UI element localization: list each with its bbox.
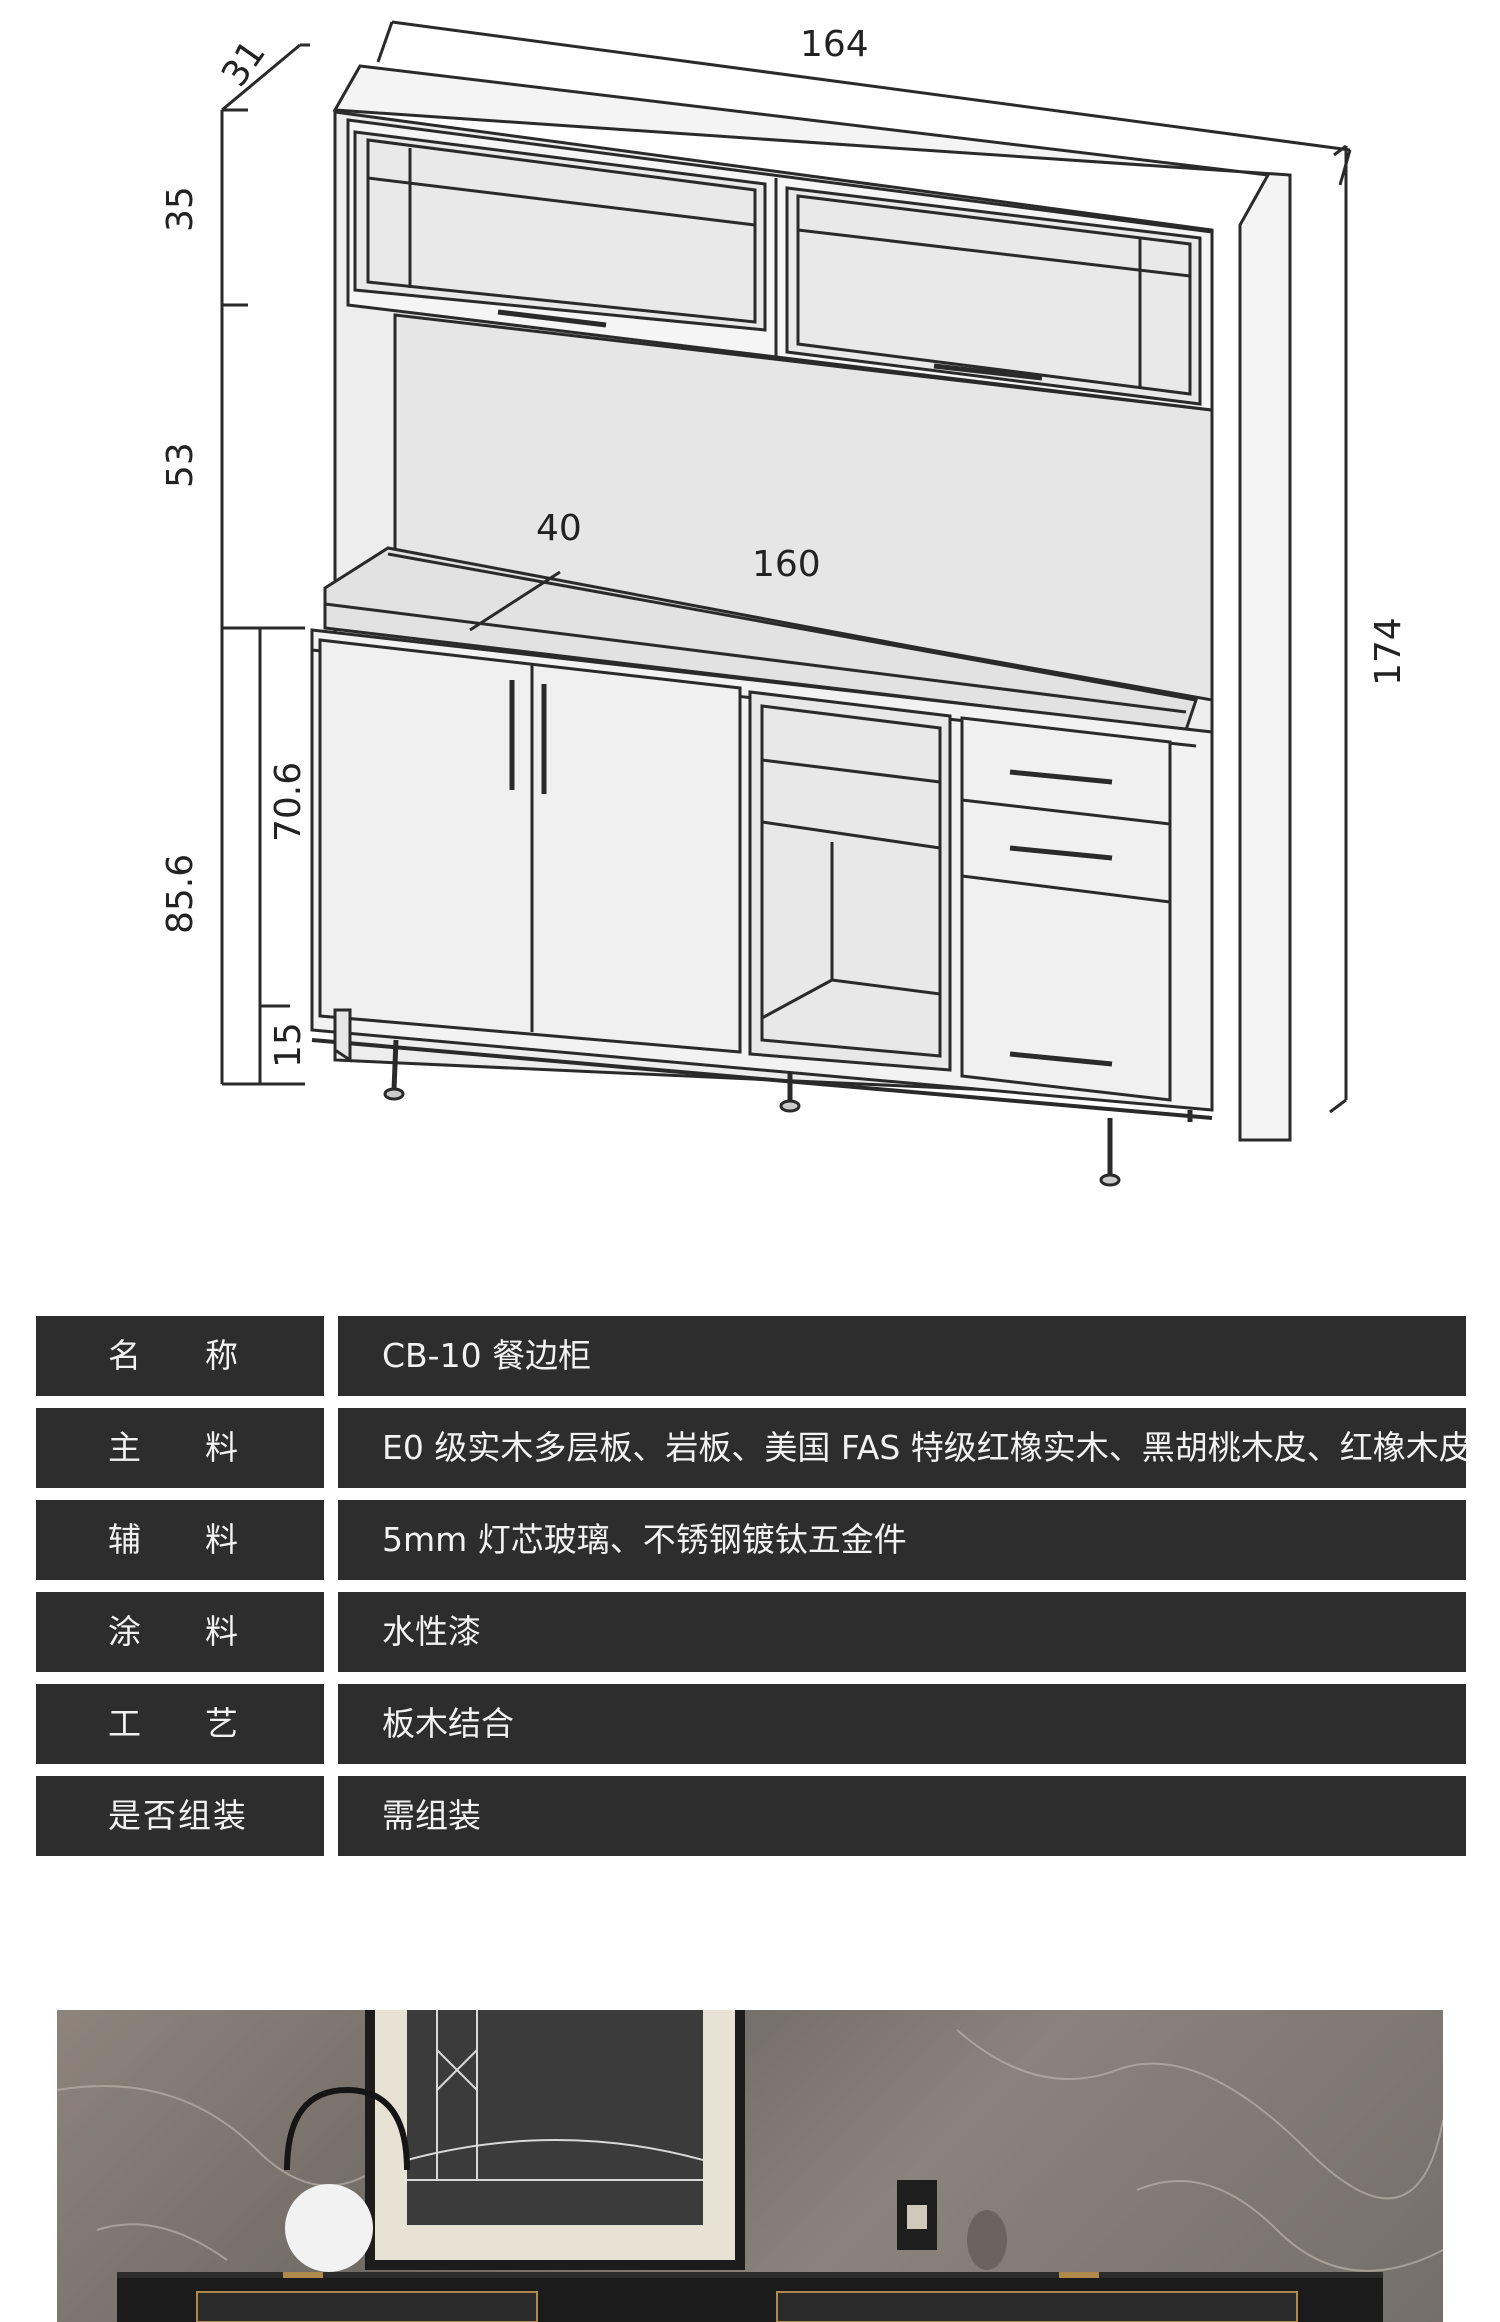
spec-row-coating: 涂料 水性漆 [36,1592,1466,1672]
cabinet-dimension-drawing: 164 31 35 53 40 160 174 70.6 85.6 15 [160,20,1409,1187]
spec-table: 名称 CB-10 餐边柜 主料 E0 级实木多层板、岩板、美国 FAS 特级红橡… [36,1316,1466,1868]
dim-width-label: 164 [800,24,869,65]
spec-label: 涂料 [36,1592,324,1672]
spec-label: 主料 [36,1408,324,1488]
spec-row-craft: 工艺 板木结合 [36,1684,1466,1764]
spec-value: 板木结合 [338,1684,1466,1764]
dim-upper-cabinet-label: 35 [160,186,201,232]
dim-counter-depth-label: 40 [536,508,582,549]
spec-label: 是否组装 [36,1776,324,1856]
dim-middle-gap-label: 53 [160,442,201,488]
spec-label: 名称 [36,1316,324,1396]
dim-counter-width-label: 160 [752,544,821,585]
spec-row-name: 名称 CB-10 餐边柜 [36,1316,1466,1396]
spec-value: 需组装 [338,1776,1466,1856]
spec-value: 水性漆 [338,1592,1466,1672]
spec-row-aux-material: 辅料 5mm 灯芯玻璃、不锈钢镀钛五金件 [36,1500,1466,1580]
product-photo [57,2010,1443,2322]
spec-row-assembly: 是否组装 需组装 [36,1776,1466,1856]
product-photo-scene [57,2010,1443,2322]
spec-value: 5mm 灯芯玻璃、不锈钢镀钛五金件 [338,1500,1466,1580]
spec-label: 工艺 [36,1684,324,1764]
dim-base-total-label: 85.6 [160,854,201,934]
dim-total-height-label: 174 [1368,617,1409,686]
spec-label: 辅料 [36,1500,324,1580]
dim-leg-label: 15 [268,1022,309,1068]
spec-row-main-material: 主料 E0 级实木多层板、岩板、美国 FAS 特级红橡实木、黑胡桃木皮、红橡木皮 [36,1408,1466,1488]
spec-value: E0 级实木多层板、岩板、美国 FAS 特级红橡实木、黑胡桃木皮、红橡木皮 [338,1408,1466,1488]
dim-depth-label: 31 [214,33,274,94]
spec-value: CB-10 餐边柜 [338,1316,1466,1396]
dim-base-body-label: 70.6 [268,762,309,842]
